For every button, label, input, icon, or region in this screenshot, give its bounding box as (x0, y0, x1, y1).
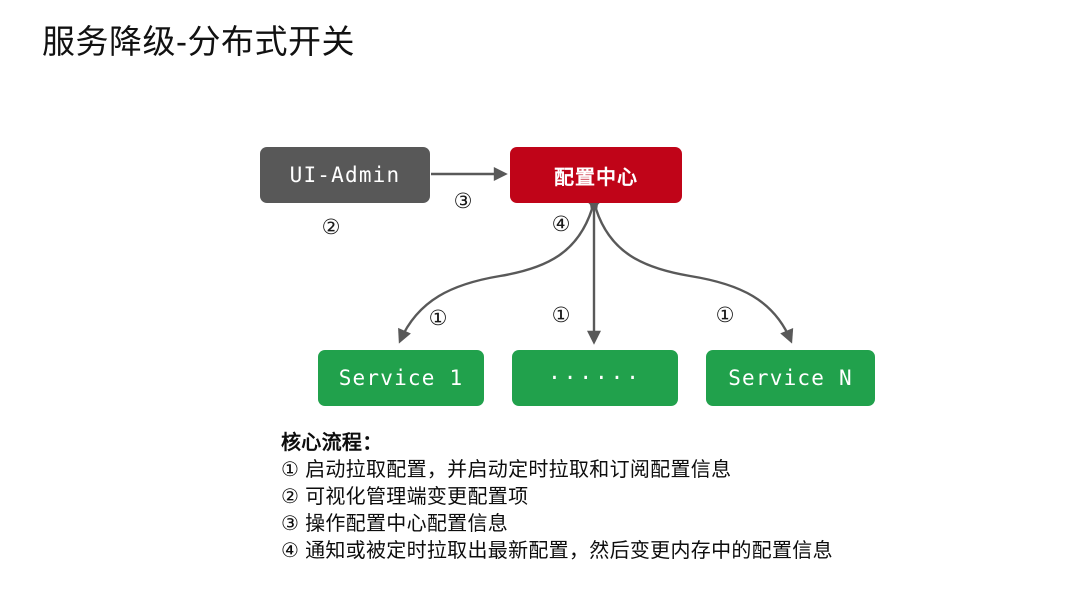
step-marker-one-right: ① (715, 303, 735, 327)
step-marker-two: ② (321, 215, 341, 239)
edge-config-to-service-n (585, 196, 794, 344)
caption-line-2: ② 可视化管理端变更配置项 (281, 486, 529, 508)
caption-block: 核心流程： ① 启动拉取配置，并启动定时拉取和订阅配置信息 ② 可视化管理端变更… (281, 430, 1021, 565)
step-marker-one-left: ① (428, 306, 448, 330)
node-service-n[interactable]: Service N (706, 350, 875, 406)
caption-line-4: ④ 通知或被定时拉取出最新配置，然后变更内存中的配置信息 (281, 540, 833, 562)
step-marker-four: ④ (551, 212, 571, 236)
node-service-1-label: Service 1 (338, 366, 464, 390)
step-marker-three: ③ (453, 189, 473, 213)
caption-heading: 核心流程： (281, 432, 383, 454)
node-config-center-label: 配置中心 (554, 166, 638, 189)
caption-line-3: ③ 操作配置中心配置信息 (281, 513, 509, 535)
node-service-middle[interactable]: ······ (512, 350, 678, 406)
step-marker-one-middle: ① (551, 303, 571, 327)
node-ui-admin-label: UI-Admin (289, 163, 401, 187)
node-service-middle-label: ······ (548, 366, 642, 390)
node-service-n-label: Service N (728, 366, 853, 390)
node-config-center[interactable]: 配置中心 (510, 147, 682, 203)
page-title: 服务降级-分布式开关 (42, 23, 355, 60)
node-service-1[interactable]: Service 1 (318, 350, 484, 406)
caption-line-1: ① 启动拉取配置，并启动定时拉取和订阅配置信息 (281, 459, 732, 481)
node-ui-admin[interactable]: UI-Admin (260, 147, 430, 203)
